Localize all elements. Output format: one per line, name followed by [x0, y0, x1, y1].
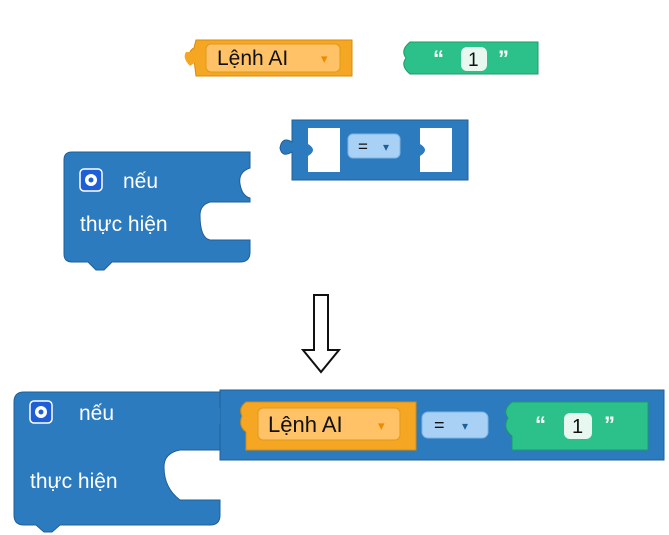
command-block-lenh-ai-nested[interactable]: Lệnh AI ▾: [240, 401, 417, 451]
text-block-loose[interactable]: “ 1 ”: [403, 41, 539, 75]
close-quote-icon: ”: [498, 46, 509, 71]
gear-icon[interactable]: [29, 400, 53, 424]
open-quote-icon: “: [535, 412, 546, 437]
compare-block-loose[interactable]: = ▾: [279, 119, 469, 181]
operator-dropdown-field[interactable]: [347, 133, 401, 159]
command-dropdown-field[interactable]: [205, 43, 341, 73]
open-quote-icon: “: [433, 46, 444, 71]
operator-dropdown-field[interactable]: [421, 411, 489, 439]
gear-icon[interactable]: [79, 168, 103, 192]
if-keyword: nếu: [79, 402, 114, 425]
command-dropdown-field[interactable]: [257, 407, 401, 441]
command-label: Lệnh AI: [268, 412, 343, 437]
text-value: 1: [572, 416, 583, 438]
if-keyword: nếu: [123, 170, 158, 193]
if-block-top[interactable]: nếu thực hiện: [63, 151, 251, 271]
command-label: Lệnh AI: [217, 47, 288, 70]
text-value-field[interactable]: [564, 413, 592, 439]
do-keyword: thực hiện: [80, 213, 168, 236]
text-value-field[interactable]: [461, 47, 487, 71]
compare-operator-nested[interactable]: = ▾: [421, 411, 489, 439]
dropdown-arrow-icon: ▾: [383, 140, 389, 154]
command-block-lenh-ai-loose[interactable]: Lệnh AI ▾: [184, 39, 353, 77]
text-value: 1: [468, 50, 479, 71]
operator-label: =: [358, 137, 368, 156]
dropdown-arrow-icon: ▾: [462, 419, 468, 433]
close-quote-icon: ”: [604, 412, 615, 437]
text-block-nested[interactable]: “ 1 ”: [505, 401, 649, 451]
operator-label: =: [434, 415, 445, 435]
dropdown-arrow-icon: ▾: [321, 51, 328, 66]
do-keyword: thực hiện: [30, 470, 118, 493]
dropdown-arrow-icon: ▾: [378, 418, 385, 433]
if-block-combined[interactable]: nếu thực hiện Lệnh AI ▾ = ▾ “ 1 ”: [13, 389, 665, 533]
down-arrow-icon: [300, 294, 342, 374]
